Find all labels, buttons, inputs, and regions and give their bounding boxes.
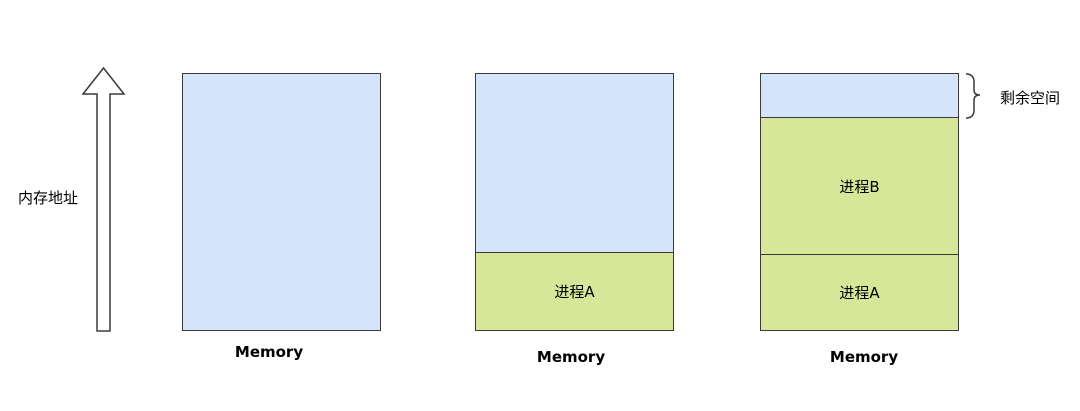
memory-address-arrow-icon [81,66,126,332]
memory-caption-2: Memory [536,348,606,366]
process-a-label: 进程A [554,283,595,301]
free-space-label: 剩余空间 [1000,89,1061,107]
process-b-segment: 进程B [761,117,958,255]
process-a-segment: 进程A [761,254,958,330]
memory-block-empty [182,73,381,331]
process-b-label: 进程B [839,178,880,196]
memory-block-process-ab: 进程B 进程A [760,73,959,331]
process-a-segment: 进程A [476,252,673,330]
memory-block-process-a: 进程A [475,73,674,331]
memory-address-label: 内存地址 [18,189,79,207]
memory-caption-1: Memory [234,343,304,361]
process-a-label: 进程A [839,284,880,302]
free-space-brace-icon [965,73,981,119]
memory-caption-3: Memory [829,348,899,366]
